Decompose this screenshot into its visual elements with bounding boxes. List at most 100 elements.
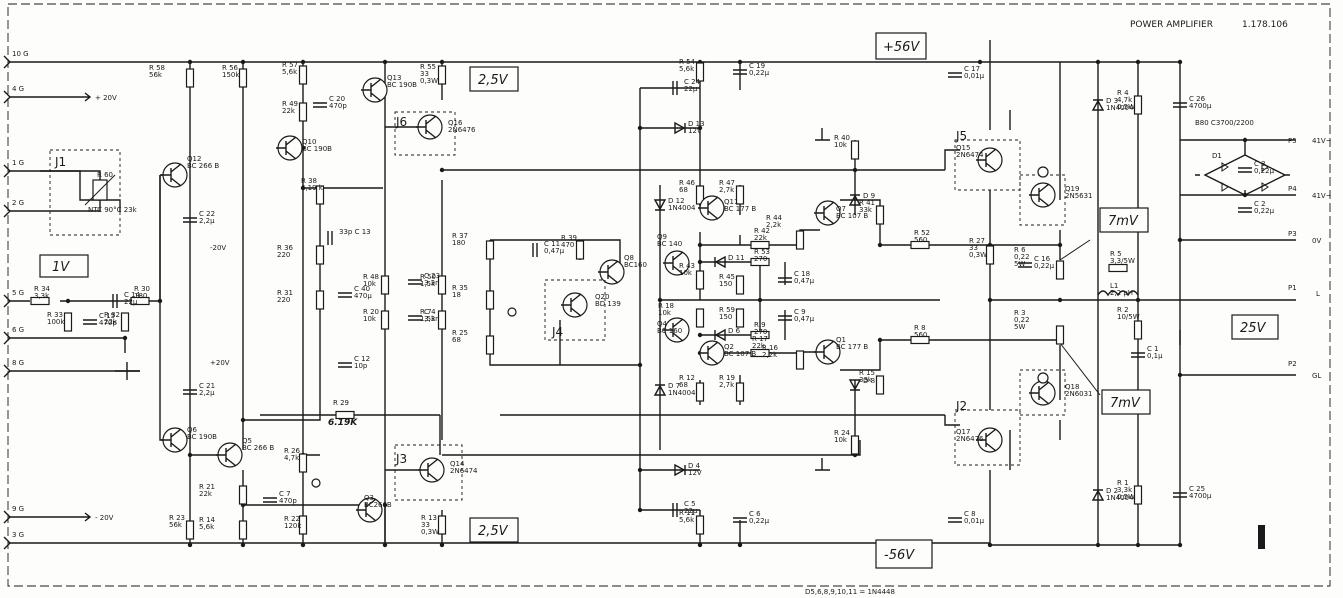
resistor-r38 <box>315 185 325 205</box>
q-type-q20: BD 139 <box>595 300 621 308</box>
transistor-q8 <box>598 259 625 285</box>
transistor-q4 <box>663 317 690 343</box>
diode-d2 <box>1091 489 1105 501</box>
q-ref-q20: Q20 <box>595 293 609 301</box>
hand-2-5v-bottom: 2,5V <box>478 524 509 539</box>
q-type-q3: BC266B <box>364 501 392 509</box>
q-ref-q1: Q1 <box>836 336 846 344</box>
conn-9g-note: - 20V <box>95 514 114 522</box>
trim-r26-icon <box>311 478 321 488</box>
label-d9: D 9 <box>863 192 875 200</box>
label-d8: D 8 <box>863 377 875 385</box>
diode-d4 <box>674 463 686 477</box>
capacitor-c17 <box>948 72 962 78</box>
transistor-q10 <box>276 135 303 161</box>
hand-1v-in: 1V <box>52 260 70 275</box>
box-7mv-bottom <box>1101 389 1151 415</box>
capacitor-c19 <box>733 69 747 75</box>
diodes <box>653 99 1105 501</box>
q-ref-q14: Q14 <box>450 460 465 468</box>
q-type-q13: BC 190B <box>387 81 417 89</box>
j3-label: J3 <box>395 452 407 466</box>
supply-notes: +20V -20V NTC 90°C 23k <box>88 206 230 367</box>
capacitor-c40 <box>338 292 352 298</box>
resistor-r30 <box>130 296 150 306</box>
q-ref-q18: Q18 <box>1065 383 1079 391</box>
box-2-5v-bottom <box>469 517 519 543</box>
resistor-r43 <box>695 270 705 290</box>
q-ref-q7: Q7 <box>836 205 846 213</box>
conn-5g: 5 G <box>12 289 24 297</box>
q-type-q15: 2N6474 <box>956 151 984 159</box>
resistor-r57 <box>298 65 308 85</box>
resistor-r27 <box>985 245 995 265</box>
capacitor-c26 <box>1173 102 1187 108</box>
box-25v-out <box>1231 314 1279 340</box>
diode-d3 <box>1091 99 1105 111</box>
capacitor-c16 <box>1018 262 1032 268</box>
resistor-r46 <box>695 185 705 205</box>
hand-6-19k: 6.19K <box>328 418 358 428</box>
transistor-q6 <box>161 427 188 453</box>
box-2-5v-top <box>469 66 519 92</box>
transistor-q12 <box>161 162 188 188</box>
resistor-r32 <box>120 312 130 332</box>
resistor-r21 <box>238 485 248 505</box>
q-type-q1: BC 177 B <box>836 343 868 351</box>
resistor-r17 <box>750 348 770 358</box>
box-1v-in <box>39 254 89 278</box>
transistor-q18 <box>1029 380 1056 406</box>
resistor-r56 <box>238 68 248 88</box>
resistor-r12 <box>695 382 705 402</box>
resistor-r47 <box>735 185 745 205</box>
capacitor-c21 <box>183 389 197 395</box>
q18-marker-icon <box>1037 372 1049 384</box>
capacitor-c1 <box>1131 352 1145 358</box>
label-d6: D 6 <box>728 327 741 335</box>
resistor-r41 <box>875 205 885 225</box>
out-p5-note: 41V~ <box>1312 137 1332 145</box>
resistor-r18 <box>695 308 705 328</box>
out-p2: P2 <box>1288 360 1297 368</box>
conn-4g-note: + 20V <box>95 94 117 102</box>
resistor-r2 <box>1133 320 1143 340</box>
q-type-q8: BC160 <box>624 261 647 269</box>
resistor-r33 <box>63 312 73 332</box>
capacitor-c7 <box>263 497 277 503</box>
box-plus56 <box>875 32 927 60</box>
inductor-l1 <box>1097 290 1139 297</box>
capacitors <box>83 69 1252 523</box>
capacitor-c13 <box>327 231 333 245</box>
resistor-r44 <box>795 230 805 250</box>
resistor-r35 <box>485 290 495 310</box>
out-p1: P1 <box>1288 284 1297 292</box>
resistor-r15 <box>875 375 885 395</box>
j3-box <box>394 444 463 501</box>
hand-plus56: +56V <box>883 40 920 55</box>
resistor-r54 <box>695 62 705 82</box>
resistor-r9 <box>750 330 770 340</box>
q-ref-q15: Q15 <box>956 144 970 152</box>
conn-4g: 4 G <box>12 85 24 93</box>
